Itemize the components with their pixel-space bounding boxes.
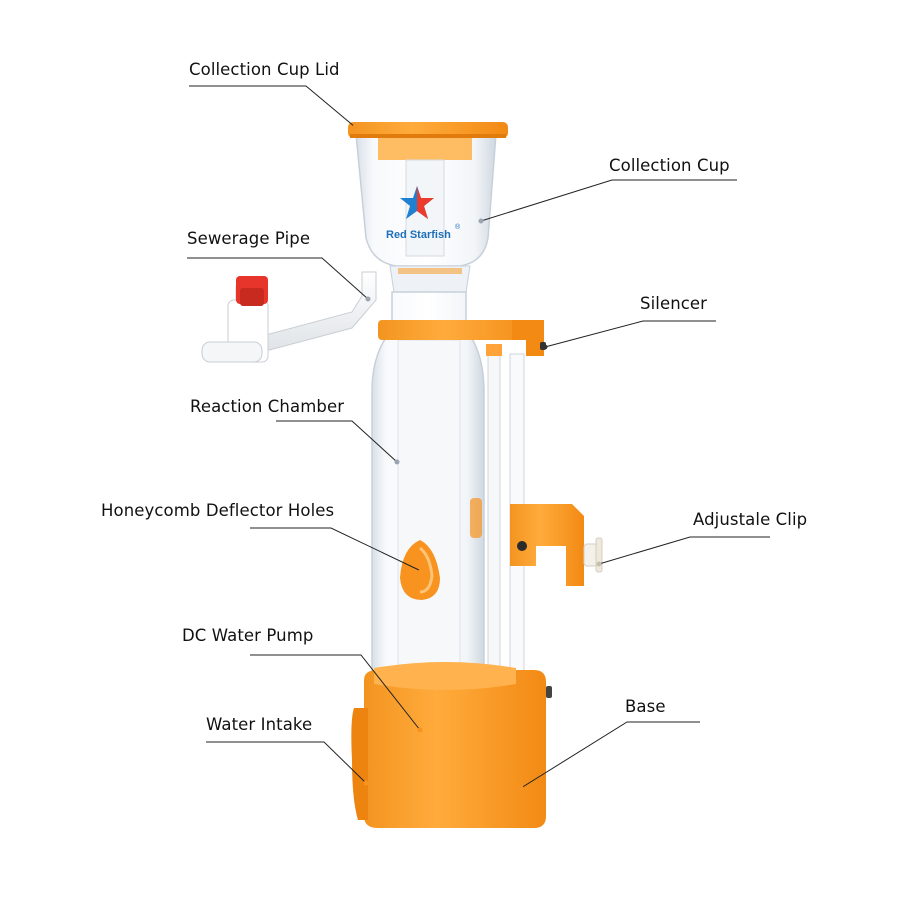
label-collection-cup: Collection Cup bbox=[609, 156, 730, 175]
brand-name: Red Starfish bbox=[386, 229, 451, 241]
leader-base bbox=[520, 721, 700, 789]
sewerage-cap bbox=[236, 276, 268, 306]
label-base: Base bbox=[625, 697, 666, 716]
leader-sewerage-pipe bbox=[187, 257, 369, 300]
collection-cup-lid bbox=[348, 122, 508, 138]
leader-collection-cup-lid bbox=[189, 85, 356, 128]
silencer-bracket bbox=[378, 320, 546, 356]
brand-trademark: ® bbox=[455, 223, 461, 231]
leader-collection-cup bbox=[480, 179, 737, 222]
leader-honeycomb bbox=[250, 527, 422, 572]
leader-silencer bbox=[544, 320, 716, 348]
label-reaction-chamber: Reaction Chamber bbox=[190, 397, 345, 416]
label-adjustable-clip: Adjustale Clip bbox=[693, 510, 808, 529]
leader-lines bbox=[187, 85, 770, 789]
leader-adjustable-clip bbox=[598, 536, 770, 565]
leader-dots bbox=[352, 124, 602, 791]
label-water-intake: Water Intake bbox=[206, 715, 313, 734]
label-silencer: Silencer bbox=[640, 294, 708, 313]
label-collection-cup-lid: Collection Cup Lid bbox=[189, 60, 340, 79]
reaction-chamber bbox=[371, 291, 485, 681]
adjustable-clip bbox=[510, 504, 603, 586]
base bbox=[351, 662, 552, 828]
label-honeycomb-deflector-holes: Honeycomb Deflector Holes bbox=[101, 501, 335, 520]
label-sewerage-pipe: Sewerage Pipe bbox=[187, 229, 311, 248]
sewerage-pipe bbox=[201, 271, 377, 363]
leader-reaction-chamber bbox=[276, 420, 398, 463]
red-starfish-logo: Red Starfish ® bbox=[386, 186, 461, 241]
leader-dc-water-pump bbox=[250, 654, 421, 731]
leader-water-intake bbox=[206, 741, 367, 784]
label-dc-water-pump: DC Water Pump bbox=[182, 626, 314, 645]
